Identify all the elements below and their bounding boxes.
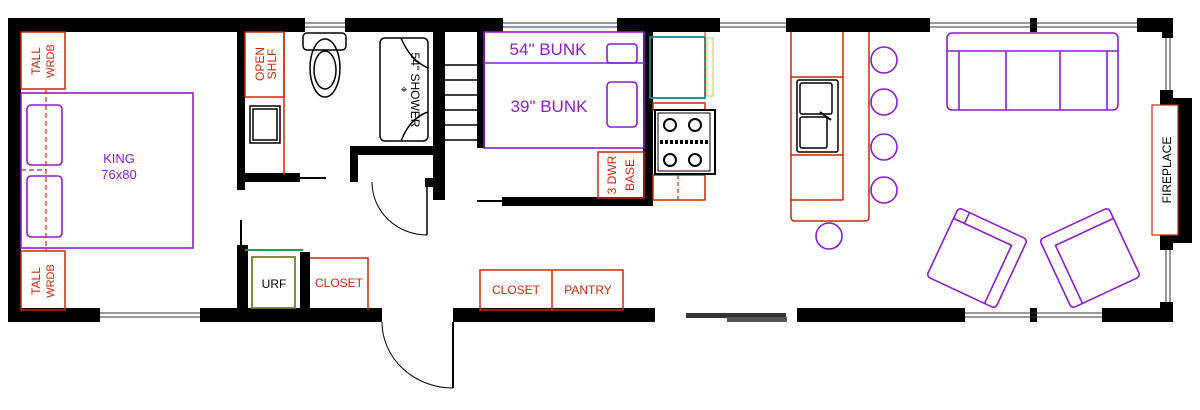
- drawer-base: 3 DWR BASE: [597, 151, 645, 199]
- urf: URF: [251, 256, 296, 309]
- closet-label: CLOSET: [315, 276, 364, 290]
- armchair-right: [1040, 208, 1140, 308]
- closet-label: CLOSET: [492, 283, 541, 297]
- urf-label: URF: [262, 277, 287, 291]
- interior-walls: [237, 32, 653, 315]
- bed-label: KING: [103, 151, 135, 166]
- bar-stools: [815, 46, 898, 250]
- range-stove: [654, 109, 716, 175]
- wardrobe-label: TALL: [29, 47, 43, 75]
- sofa: [946, 32, 1119, 111]
- pantry-label: PANTRY: [564, 283, 612, 297]
- shelf-label: OPEN: [253, 47, 267, 81]
- closet-pantry: CLOSET PANTRY: [479, 269, 624, 311]
- king-bed: KING 76x80: [20, 89, 194, 251]
- drawer-base-label: BASE: [623, 159, 637, 191]
- armchair-left: [927, 208, 1027, 308]
- wardrobe-label: WRDB: [45, 44, 57, 78]
- windows: [100, 22, 1171, 318]
- bed-size: 76x80: [101, 167, 136, 182]
- bunk-top-label: 54" BUNK: [510, 40, 588, 59]
- bathroom-door[interactable]: [371, 181, 428, 236]
- tall-wardrobe-bottom: TALL WRDB: [20, 250, 66, 311]
- closet-bath: CLOSET: [310, 257, 369, 310]
- wardrobe-label: TALL: [29, 267, 43, 295]
- bunks: 54" BUNK 39" BUNK: [483, 31, 645, 149]
- kitchen-sink: [796, 79, 839, 153]
- bath-sink: [249, 105, 281, 144]
- open-shelf: OPEN SHLF: [244, 31, 285, 175]
- tall-wardrobe-top: TALL WRDB: [20, 31, 66, 90]
- drawer-base-label: 3 DWR: [605, 155, 619, 194]
- drain-icon: ⌖: [401, 82, 408, 96]
- stairs: [445, 64, 477, 141]
- bunk-bottom-label: 39" BUNK: [511, 97, 589, 116]
- wardrobe-label: WRDB: [45, 264, 57, 298]
- fireplace: FIREPLACE: [1151, 104, 1179, 236]
- refrigerator: [649, 32, 714, 99]
- shower: 54" SHOWER ⌖: [379, 37, 429, 142]
- fireplace-label: FIREPLACE: [1160, 137, 1174, 204]
- entry-door[interactable]: [381, 321, 454, 389]
- kitchen-island: [790, 32, 870, 222]
- toilet: [302, 32, 347, 98]
- shelf-label: SHLF: [265, 49, 279, 80]
- shower-label: 54" SHOWER: [408, 53, 422, 128]
